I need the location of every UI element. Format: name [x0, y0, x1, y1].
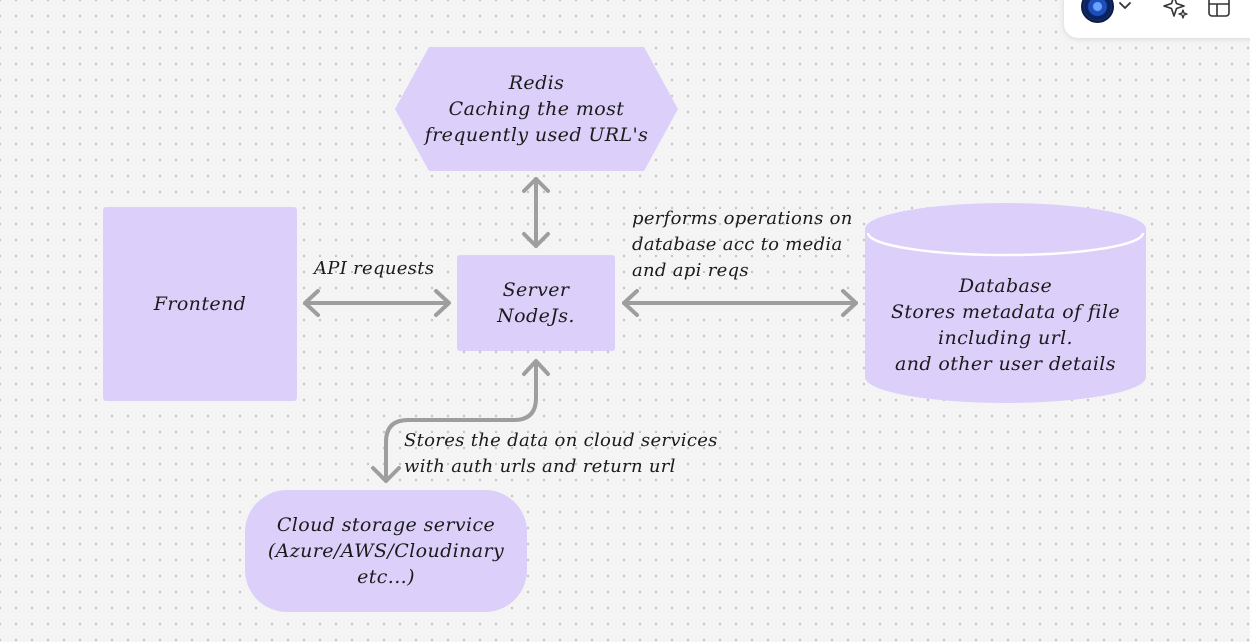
server-node-label: Server NodeJs.	[497, 279, 575, 327]
layout-icon[interactable]	[1207, 0, 1231, 18]
cloud-storage-node[interactable]: Cloud storage service (Azure/AWS/Cloudin…	[245, 490, 527, 612]
database-node-text: Database Stores metadata of file includi…	[865, 255, 1146, 395]
server-node[interactable]: Server NodeJs.	[457, 255, 615, 351]
arrow-redis-server	[522, 177, 550, 248]
arrow-frontend-server	[303, 289, 451, 317]
frontend-node[interactable]: Frontend	[103, 207, 297, 401]
arrow-server-cloud	[371, 359, 550, 483]
database-cylinder-shape	[865, 203, 1146, 403]
edge-label-database-operations: performs operations on database acc to m…	[632, 208, 853, 281]
database-node-label: Database Stores metadata of file includi…	[890, 275, 1121, 375]
redis-node[interactable]: Redis Caching the most frequently used U…	[395, 47, 678, 171]
edge-label-cloud-storage: Stores the data on cloud services with a…	[404, 430, 718, 477]
arrow-server-database	[622, 289, 858, 317]
avatar[interactable]	[1081, 0, 1114, 23]
top-right-toolbar	[1064, 0, 1250, 38]
redis-node-label: Redis Caching the most frequently used U…	[424, 72, 649, 146]
cloud-storage-node-label: Cloud storage service (Azure/AWS/Cloudin…	[267, 514, 505, 588]
edge-label-api-requests: API requests	[314, 258, 435, 279]
chevron-down-icon[interactable]	[1118, 1, 1132, 11]
database-node[interactable]: Database Stores metadata of file includi…	[865, 203, 1146, 403]
sparkle-icon[interactable]	[1162, 0, 1190, 22]
frontend-node-label: Frontend	[153, 293, 247, 315]
